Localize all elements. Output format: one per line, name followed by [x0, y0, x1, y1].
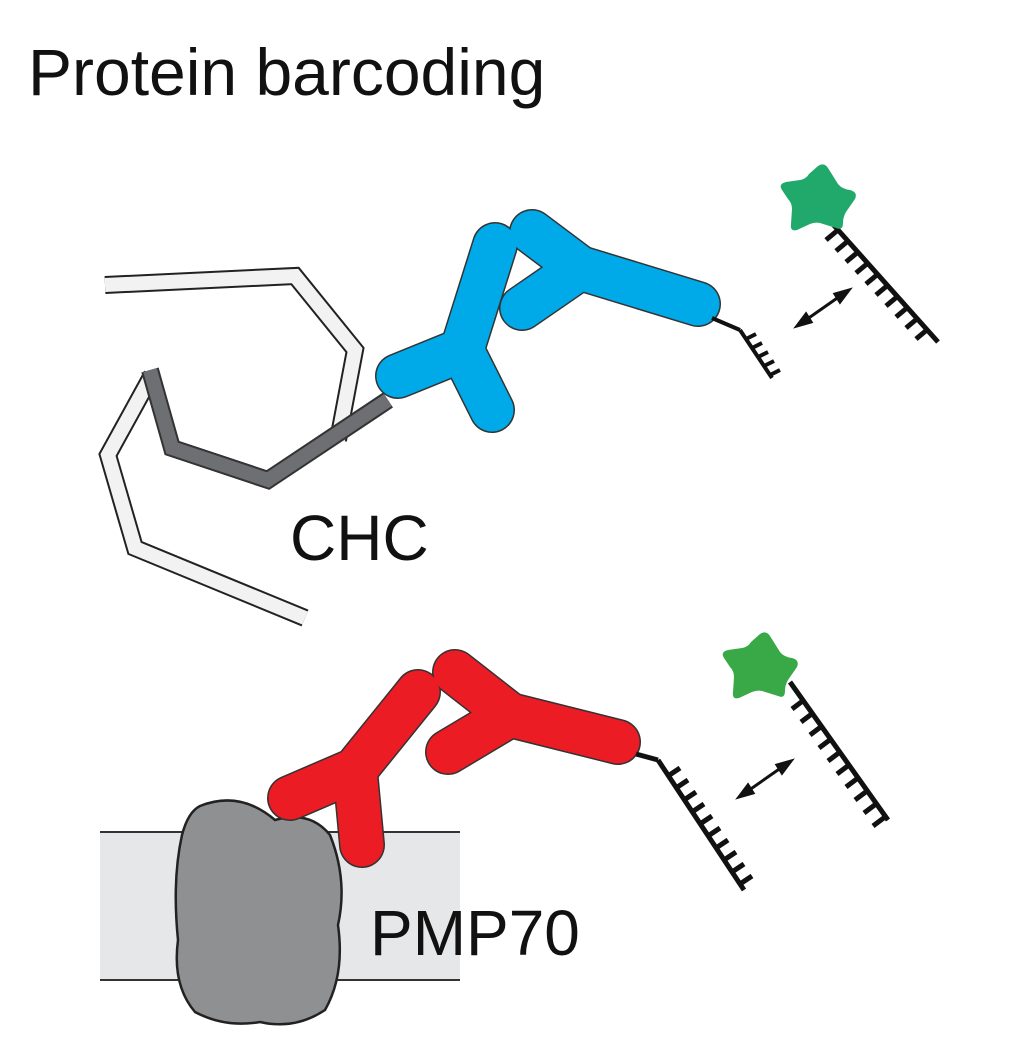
pmp70-panel: PMP70: [100, 632, 891, 1026]
pmp70-protein: [174, 799, 343, 1026]
dna-barcode-long: [635, 751, 754, 892]
dna-imager-strand-top: [820, 210, 940, 344]
dna-barcode-short: [711, 316, 781, 380]
chc-dark-chain: [141, 367, 393, 490]
double-headed-arrow-icon: [793, 287, 853, 329]
green-star-fluorophore-icon: [722, 632, 798, 699]
dna-imager-strand-bottom: [787, 680, 891, 828]
chc-panel: CHC: [98, 164, 940, 627]
double-headed-arrow-icon: [735, 758, 795, 800]
diagram-title: Protein barcoding: [28, 35, 545, 109]
green-star-fluorophore-icon: [780, 164, 856, 231]
chc-label: CHC: [290, 502, 429, 574]
pmp70-label: PMP70: [370, 897, 580, 969]
blue-antibody: [375, 209, 721, 433]
clathrin-light-chains: [98, 266, 365, 627]
red-antibody: [267, 649, 641, 868]
